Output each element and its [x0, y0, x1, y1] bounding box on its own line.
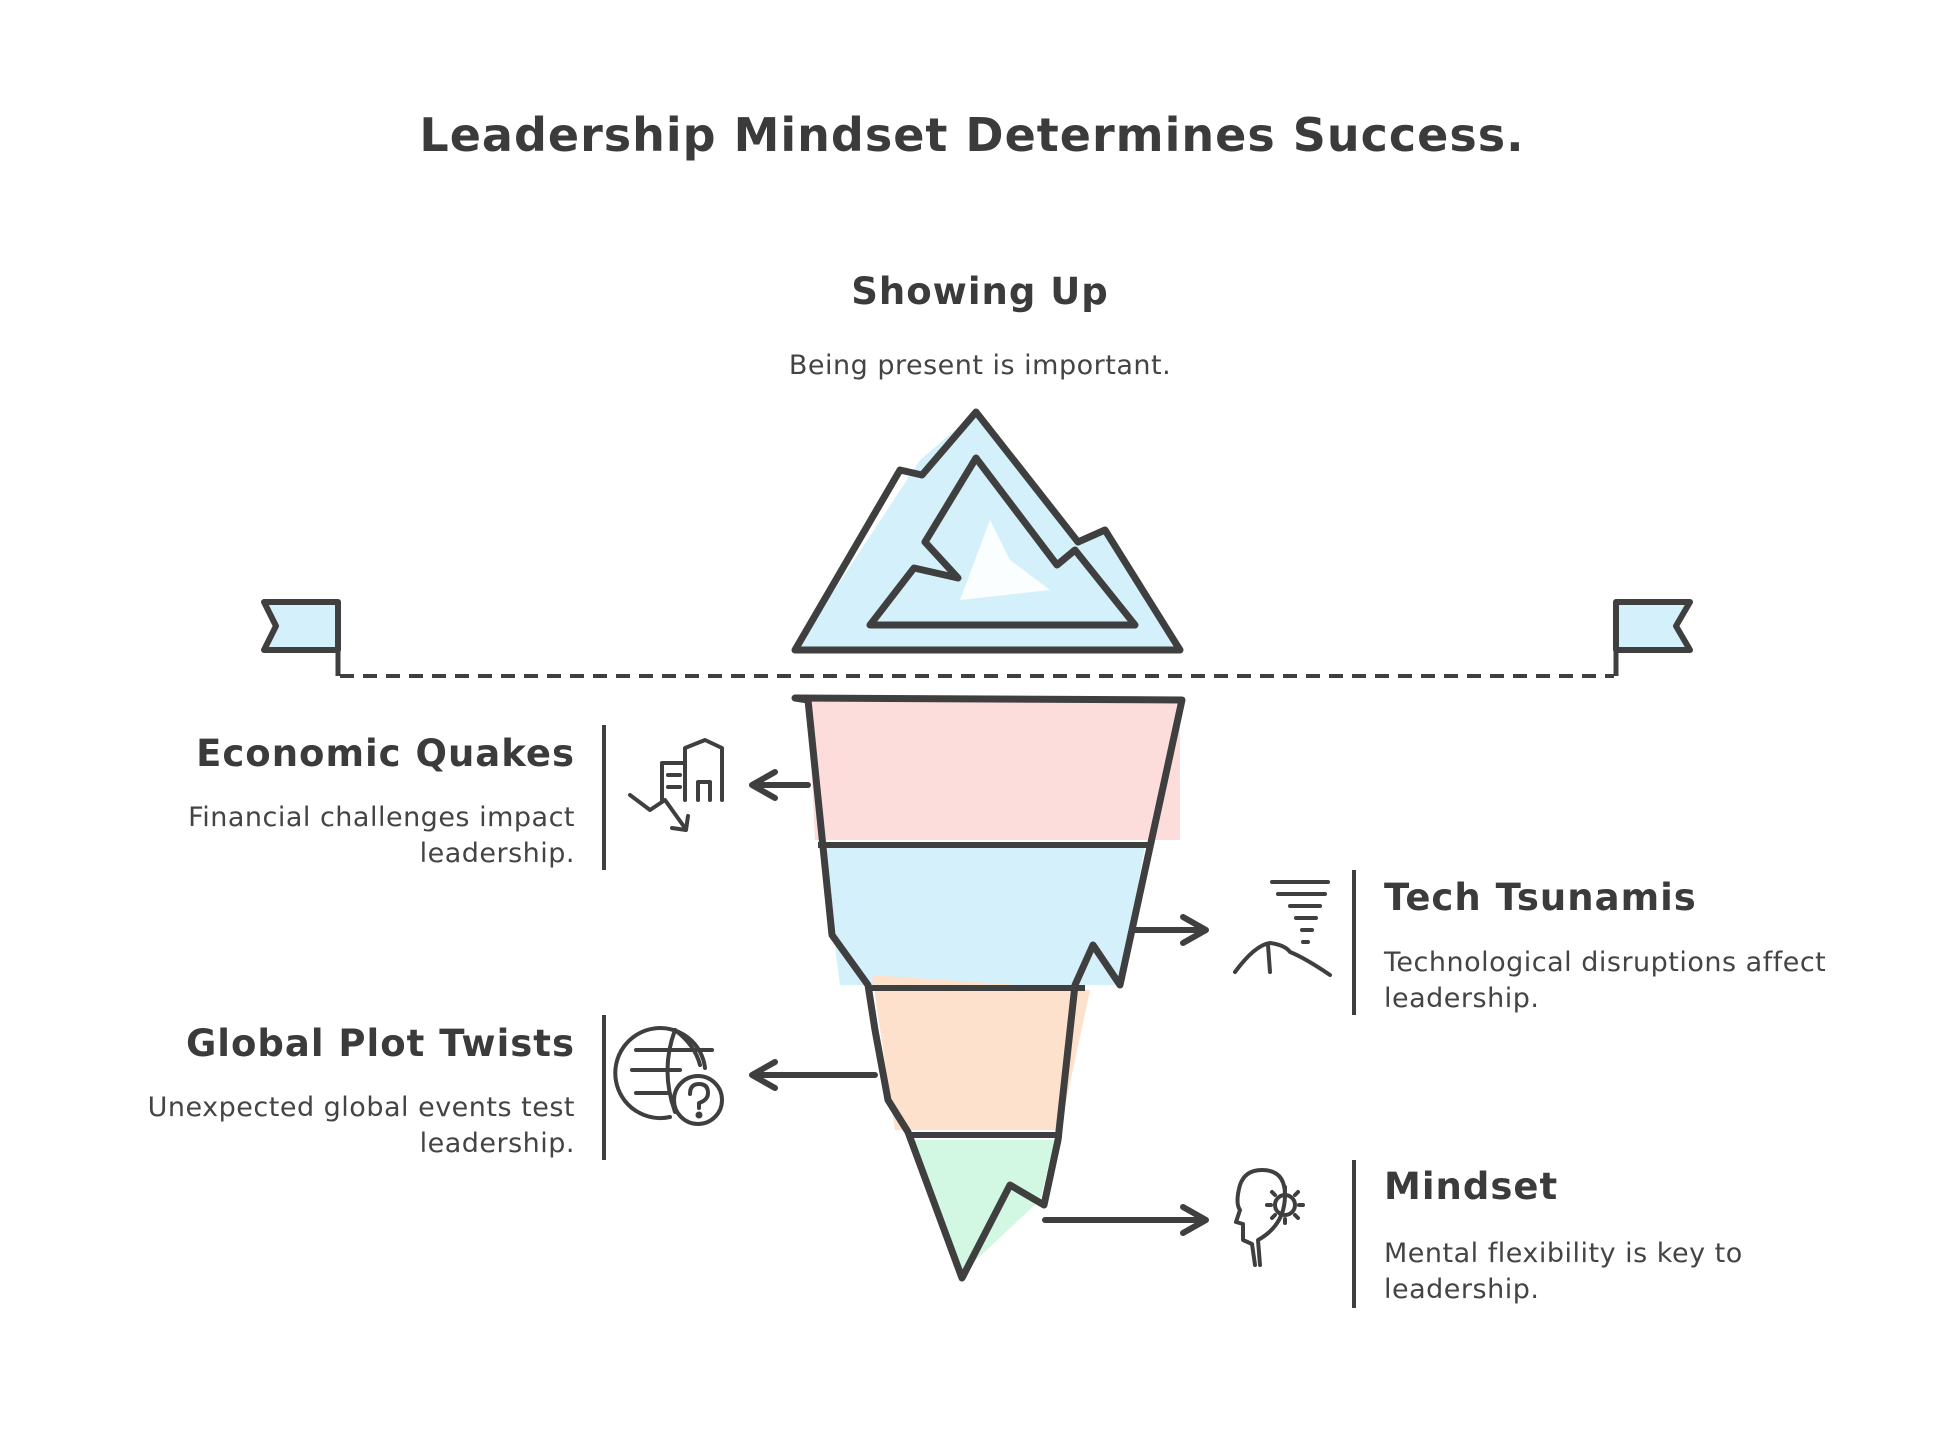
- layer-description-global-plot-twists: Unexpected global events test leadership…: [147, 1092, 575, 1159]
- iceberg-body-outline: [791, 694, 1186, 1282]
- layer-tech-tsunamis-band: [822, 846, 1145, 985]
- top-description: Being present is important.: [788, 350, 1172, 381]
- layer-economic-quakes-band: [808, 700, 1180, 840]
- layer-heading-economic-quakes: Economic Quakes: [196, 732, 575, 775]
- tornado-icon: [1233, 880, 1332, 977]
- arrow-tech-tsunamis: [1130, 914, 1209, 946]
- layer-description-economic-quakes: Financial challenges impact leadership.: [188, 802, 575, 869]
- page-title: Leadership Mindset Determines Success.: [419, 108, 1525, 162]
- head-gear-icon: [1234, 1168, 1305, 1267]
- top-heading: Showing Up: [851, 270, 1109, 313]
- globe-question-icon: [613, 1026, 724, 1126]
- building-downtrend-icon: [628, 738, 724, 832]
- layer-heading-global-plot-twists: Global Plot Twists: [185, 1022, 575, 1065]
- right-flag-icon: [1613, 599, 1693, 676]
- arrow-economic-quakes: [749, 769, 811, 801]
- layer-heading-tech-tsunamis: Tech Tsunamis: [1384, 876, 1697, 919]
- layer-description-mindset: Mental flexibility is key to leadership.: [1384, 1238, 1743, 1305]
- arrow-global-plot-twists: [749, 1059, 878, 1091]
- layer-mindset-band: [912, 1140, 1055, 1275]
- arrow-mindset: [1042, 1204, 1209, 1236]
- layer-global-plot-twists-band: [872, 975, 1090, 1130]
- layer-heading-mindset: Mindset: [1384, 1165, 1559, 1208]
- left-flag-icon: [261, 599, 341, 676]
- iceberg-tip: [791, 408, 1184, 654]
- layer-description-tech-tsunamis: Technological disruptions affect leaders…: [1384, 947, 1827, 1014]
